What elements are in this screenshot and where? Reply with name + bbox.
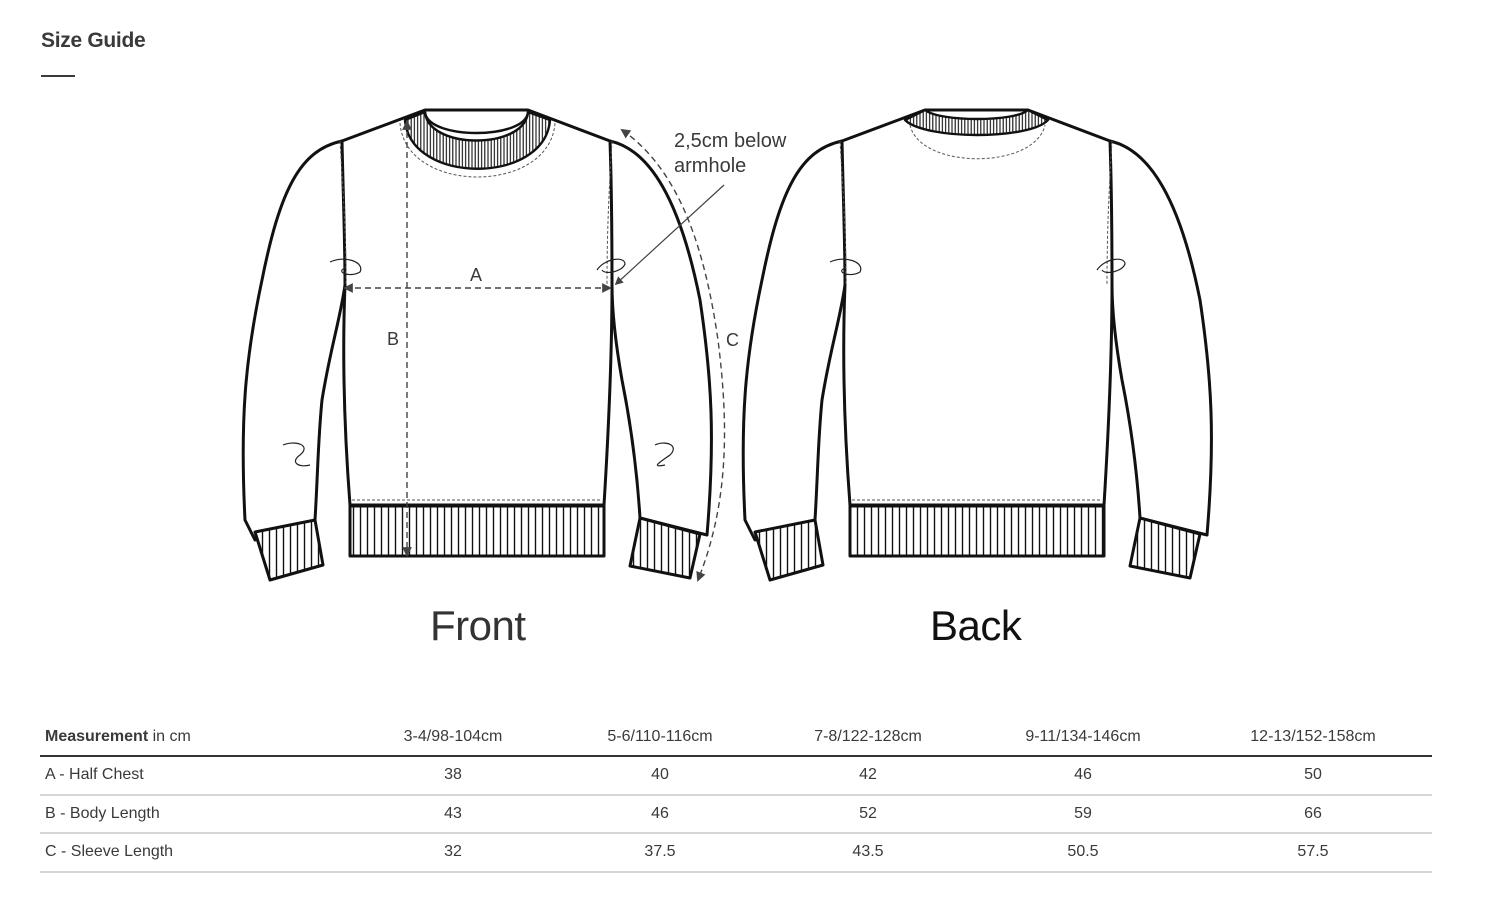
cell-value: 66 — [1304, 804, 1322, 822]
row-label: C - Sleeve Length — [45, 843, 174, 861]
header-measurement: Measurement in cm — [40, 718, 350, 756]
cell-value: 42 — [859, 766, 877, 784]
back-sweatshirt — [741, 108, 1213, 582]
cell-value: 43 — [444, 804, 462, 822]
row-label: A - Half Chest — [45, 766, 144, 784]
table-row: A - Half Chest 38 40 42 46 50 — [40, 756, 1432, 795]
header-size: 5-6/110-116cm — [607, 727, 713, 745]
cell-value: 37.5 — [644, 843, 676, 861]
cell-value: 59 — [1074, 804, 1092, 822]
table-row: C - Sleeve Length 32 37.5 43.5 50.5 57.5 — [40, 833, 1432, 872]
row-label: B - Body Length — [45, 804, 160, 822]
header-measurement-unit: in cm — [148, 727, 191, 745]
cell-value: 52 — [859, 804, 877, 822]
measure-label-c: C — [726, 330, 739, 350]
cell-value: 50 — [1304, 766, 1322, 784]
measure-label-b: B — [387, 329, 400, 349]
cell-value: 32 — [444, 843, 462, 861]
cell-value: 46 — [1074, 766, 1092, 784]
page-title: Size Guide — [41, 29, 146, 52]
cell-value: 43.5 — [852, 843, 884, 861]
cell-value: 46 — [651, 804, 669, 822]
sweatshirt-illustration — [241, 108, 1213, 582]
title-underline — [41, 75, 75, 77]
cell-value: 57.5 — [1297, 843, 1329, 861]
header-size: 3-4/98-104cm — [403, 727, 503, 745]
front-sweatshirt — [241, 108, 713, 582]
measure-label-a: A — [470, 265, 483, 285]
header-size: 12-13/152-158cm — [1250, 727, 1376, 745]
cell-value: 38 — [444, 766, 462, 784]
cell-value: 40 — [651, 766, 669, 784]
size-table: Measurement in cm 3-4/98-104cm 5-6/110-1… — [40, 718, 1432, 873]
header-size: 9-11/134-146cm — [1025, 727, 1141, 745]
cell-value: 50.5 — [1067, 843, 1099, 861]
armhole-annotation: 2,5cm below armhole — [674, 129, 786, 179]
back-label: Back — [930, 602, 1022, 649]
annotation-line-1: 2,5cm below — [674, 130, 787, 152]
table-header-row: Measurement in cm 3-4/98-104cm 5-6/110-1… — [40, 718, 1432, 756]
header-size: 7-8/122-128cm — [814, 727, 922, 745]
table-row: B - Body Length 43 46 52 59 66 — [40, 795, 1432, 833]
header-measurement-bold: Measurement — [45, 727, 149, 745]
front-label: Front — [430, 602, 526, 649]
annotation-line-2: armhole — [674, 155, 747, 177]
